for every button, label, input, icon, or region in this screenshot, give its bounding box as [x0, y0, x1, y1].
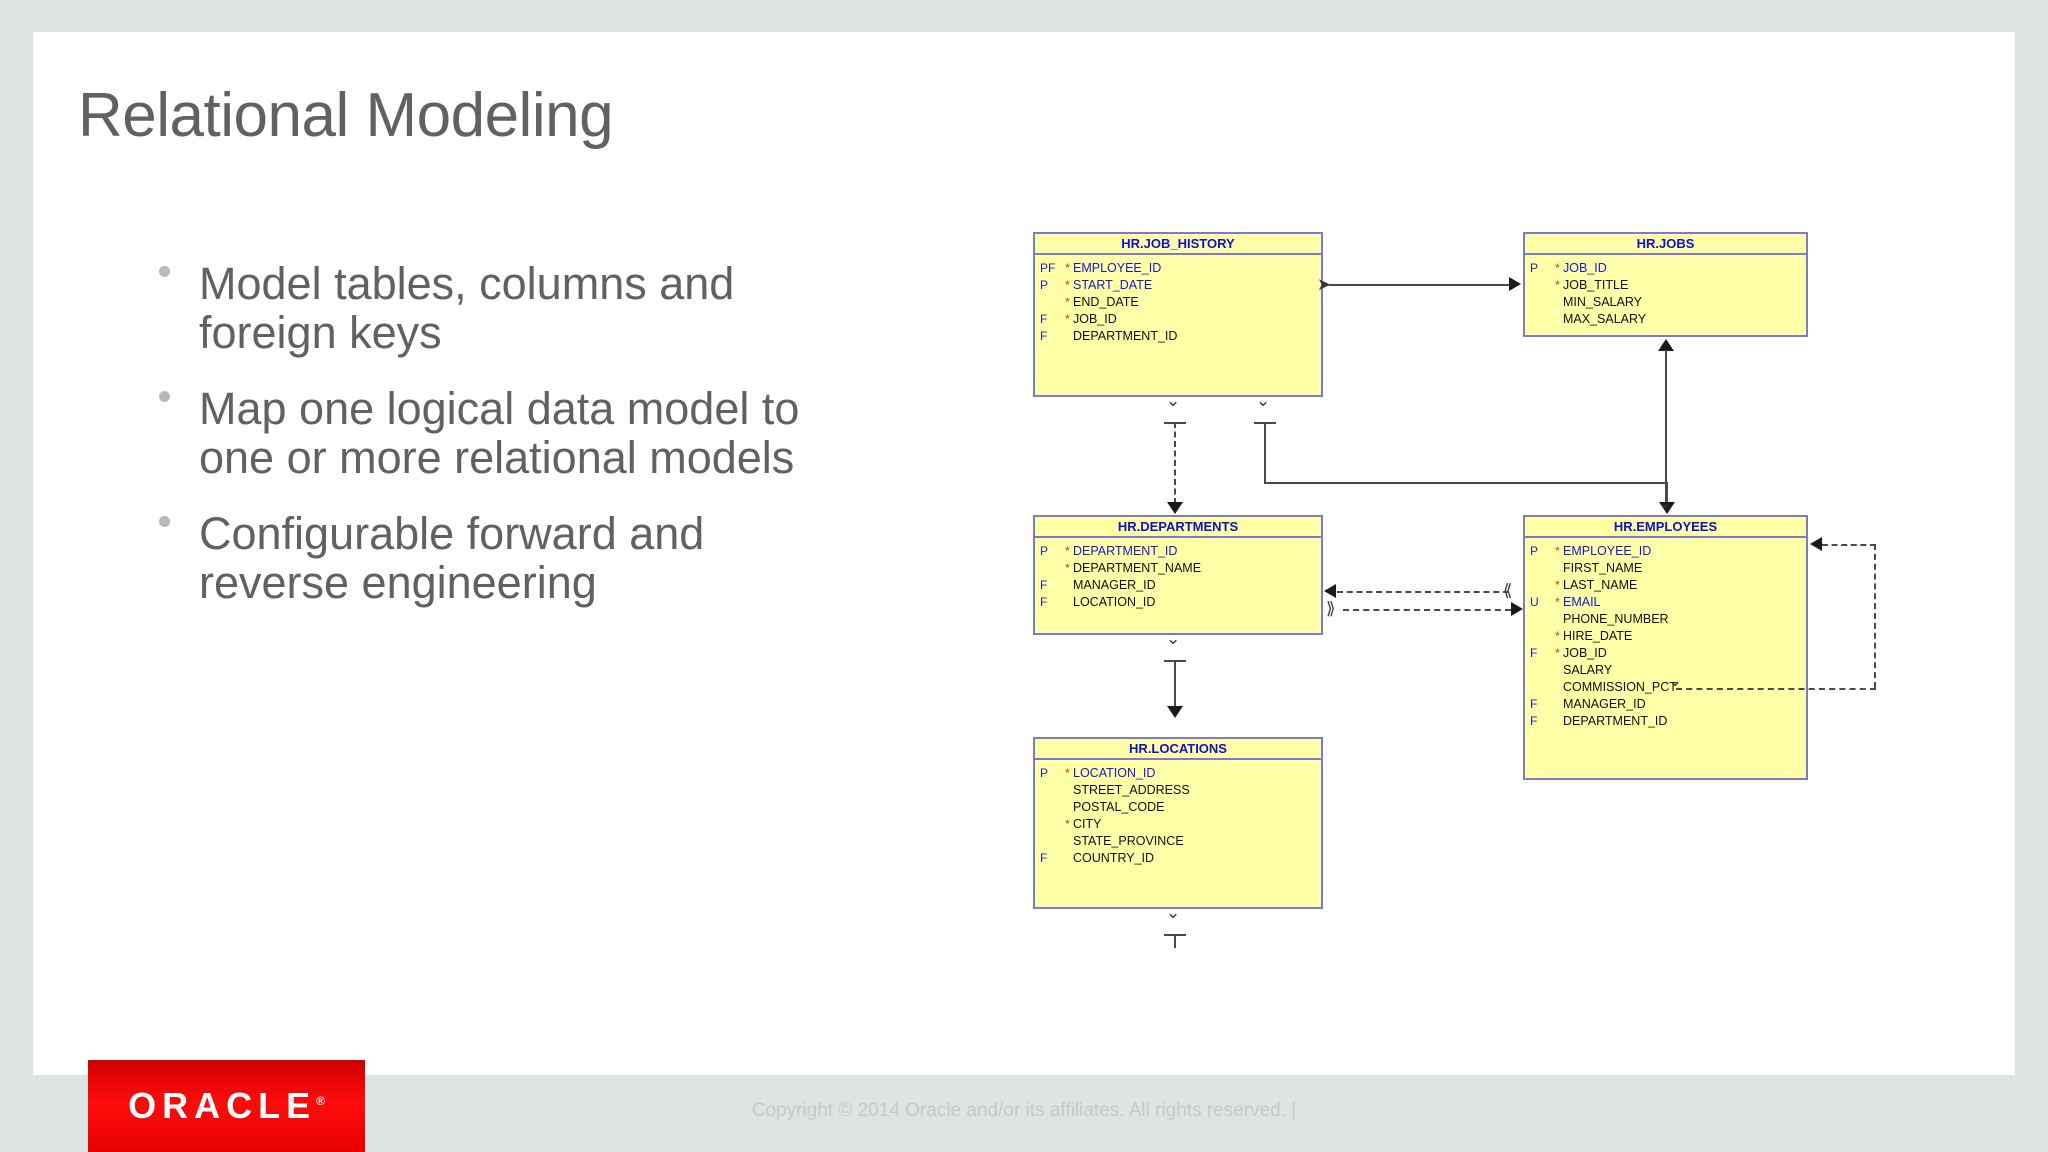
crowsfoot-marker: ⌄	[1668, 671, 1683, 690]
crowsfoot-marker: ⌄	[1256, 391, 1271, 410]
oracle-logo: ORACLE®	[88, 1060, 365, 1152]
list-item-text: Configurable forward and reverse enginee…	[199, 508, 705, 608]
entity-column: P*JOB_ID	[1530, 261, 1607, 275]
entity-hr-employees[interactable]: HR.EMPLOYEES P*EMPLOYEE_ID FIRST_NAME *L…	[1523, 515, 1808, 780]
entity-column: U*EMAIL	[1530, 595, 1601, 609]
list-item: Configurable forward and reverse enginee…	[151, 510, 851, 607]
entity-column: P*LOCATION_ID	[1040, 766, 1156, 780]
entity-title: HR.DEPARTMENTS	[1035, 517, 1321, 538]
relationship-arrow-self-manager	[1810, 537, 1822, 551]
relationship-arrow	[1511, 602, 1523, 616]
relationship-line-jobhistory-employees	[1264, 482, 1668, 484]
crowsfoot-marker: ⌄	[1166, 629, 1181, 648]
relationship-line-jobhistory-jobs	[1329, 284, 1509, 286]
entity-column: SALARY	[1563, 663, 1613, 677]
entity-column: P*EMPLOYEE_ID	[1530, 544, 1652, 558]
er-diagram: HR.JOB_HISTORY PF*EMPLOYEE_ID P*START_DA…	[1033, 232, 2033, 992]
entity-column: PHONE_NUMBER	[1563, 612, 1669, 626]
relationship-line-employees-self	[1822, 544, 1876, 546]
relationship-arrow	[1167, 706, 1183, 718]
entity-column: *CITY	[1065, 817, 1102, 831]
entity-column: F*JOB_ID	[1040, 312, 1117, 326]
copyright-text: Copyright © 2014 Oracle and/or its affil…	[751, 1100, 1297, 1121]
entity-column: *DEPARTMENT_NAME	[1065, 561, 1202, 575]
relationship-stub	[1174, 934, 1176, 948]
entity-column: P*START_DATE	[1040, 278, 1153, 292]
crowsfoot-marker: ➤	[1317, 275, 1332, 294]
relationship-arrow	[1167, 502, 1183, 514]
crowsfoot-marker: ⌄	[1166, 391, 1181, 410]
entity-columns: P*JOB_ID *JOB_TITLE MIN_SALARY MAX_SALAR…	[1525, 255, 1806, 328]
oracle-wordmark: ORACLE®	[128, 1085, 325, 1127]
entity-title: HR.EMPLOYEES	[1525, 517, 1806, 538]
bullet-dot-icon	[159, 266, 170, 277]
entity-column: *JOB_TITLE	[1555, 278, 1629, 292]
entity-column: PF*EMPLOYEE_ID	[1040, 261, 1162, 275]
entity-title: HR.JOB_HISTORY	[1035, 234, 1321, 255]
list-item-text: Map one logical data model to one or mor…	[199, 383, 800, 483]
entity-hr-departments[interactable]: HR.DEPARTMENTS P*DEPARTMENT_ID *DEPARTME…	[1033, 515, 1323, 635]
entity-column: POSTAL_CODE	[1073, 800, 1165, 814]
crowsfoot-marker: ⌄	[1657, 493, 1672, 512]
relationship-line-jobhistory-employees	[1666, 482, 1668, 504]
oracle-wordmark-text: ORACLE	[128, 1085, 317, 1126]
entity-hr-job-history[interactable]: HR.JOB_HISTORY PF*EMPLOYEE_ID P*START_DA…	[1033, 232, 1323, 397]
entity-hr-jobs[interactable]: HR.JOBS P*JOB_ID *JOB_TITLE MIN_SALARY M…	[1523, 232, 1808, 337]
relationship-line-employees-self	[1874, 544, 1876, 688]
entity-column: F*JOB_ID	[1530, 646, 1607, 660]
entity-column: STATE_PROVINCE	[1073, 834, 1184, 848]
bullet-list: Model tables, columns and foreign keys M…	[151, 258, 851, 636]
entity-title: HR.LOCATIONS	[1035, 739, 1321, 760]
relationship-arrow	[1659, 502, 1675, 514]
entity-column: *HIRE_DATE	[1555, 629, 1633, 643]
registered-mark-icon: ®	[316, 1094, 325, 1108]
entity-columns: P*EMPLOYEE_ID FIRST_NAME *LAST_NAME U*EM…	[1525, 538, 1806, 730]
entity-hr-locations[interactable]: HR.LOCATIONS P*LOCATION_ID STREET_ADDRES…	[1033, 737, 1323, 909]
relationship-arrow	[1324, 584, 1336, 598]
entity-column: STREET_ADDRESS	[1073, 783, 1190, 797]
entity-column: *LAST_NAME	[1555, 578, 1638, 592]
bullet-dot-icon	[159, 391, 170, 403]
relationship-line-departments-locations	[1174, 660, 1176, 708]
list-item-text: Model tables, columns and foreign keys	[199, 258, 735, 358]
list-item: Model tables, columns and foreign keys	[151, 258, 851, 358]
page-title: Relational Modeling	[78, 81, 614, 150]
crowsfoot-marker: ⟫	[1326, 599, 1336, 618]
slide-canvas: Relational Modeling Model tables, column…	[33, 32, 2015, 1075]
relationship-line-employees-jobs	[1665, 350, 1667, 502]
entity-column: *END_DATE	[1065, 295, 1139, 309]
entity-column: P*DEPARTMENT_ID	[1040, 544, 1178, 558]
crowsfoot-marker: ⌄	[1166, 903, 1181, 922]
relationship-line-employees-self	[1676, 688, 1876, 690]
crowsfoot-marker: ⟪	[1503, 581, 1513, 600]
bullet-dot-icon	[159, 516, 170, 528]
entity-column: FIRST_NAME	[1563, 561, 1643, 575]
relationship-line-departments-employees	[1337, 591, 1509, 593]
list-item: Map one logical data model to one or mor…	[151, 383, 851, 483]
relationship-arrow	[1658, 339, 1674, 351]
relationship-line-jobhistory-employees	[1264, 422, 1266, 484]
entity-column: MAX_SALARY	[1563, 312, 1647, 326]
entity-title: HR.JOBS	[1525, 234, 1806, 255]
relationship-line-employees-departments	[1343, 609, 1511, 611]
entity-column: MIN_SALARY	[1563, 295, 1642, 309]
entity-column: COMMISSION_PCT	[1563, 680, 1677, 694]
relationship-arrow	[1509, 277, 1521, 291]
entity-columns: P*LOCATION_ID STREET_ADDRESS POSTAL_CODE…	[1035, 760, 1321, 867]
relationship-line-jobhistory-departments	[1174, 422, 1176, 504]
entity-columns: PF*EMPLOYEE_ID P*START_DATE *END_DATE F*…	[1035, 255, 1321, 345]
